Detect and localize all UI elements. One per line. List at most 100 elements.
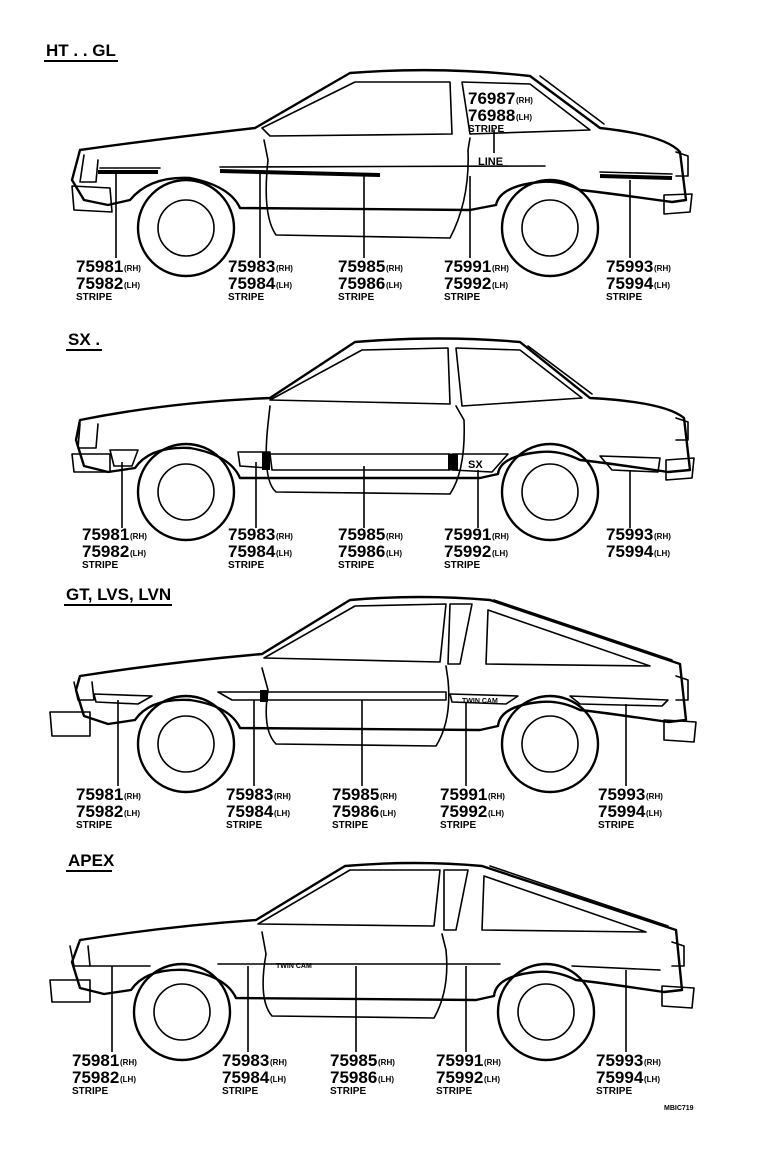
side-rh: (RH) <box>654 532 671 541</box>
side-rh: (RH) <box>276 532 293 541</box>
stripe-label: STRIPE <box>338 292 374 303</box>
part-label: 75981(RH)75982(LH)STRIPE <box>76 785 141 831</box>
part-label: 75983(RH)75984(LH)STRIPE <box>228 525 293 571</box>
side-rh: (RH) <box>386 532 403 541</box>
side-rh: (RH) <box>654 264 671 273</box>
part-number-lh: 75986 <box>332 802 379 821</box>
stripe-label: STRIPE <box>330 1086 366 1097</box>
stripe-label: STRIPE <box>596 1086 632 1097</box>
side-rh: (RH) <box>270 1058 287 1067</box>
part-number-rh: 75991 <box>444 257 491 276</box>
side-rh: (RH) <box>124 792 141 801</box>
side-rh: (RH) <box>646 792 663 801</box>
part-number-lh: 75994 <box>606 542 654 561</box>
side-rh: (RH) <box>386 264 403 273</box>
part-label: 75981(RH)75982(LH) STRIPE <box>72 1051 137 1097</box>
stripe-label: STRIPE <box>606 292 642 303</box>
side-lh: (LH) <box>646 809 662 818</box>
stripe-label: STRIPE <box>598 820 634 831</box>
section-gt-lvs-lvn: GT, LVS, LVN TWIN CAM <box>49 585 697 794</box>
side-lh: (LH) <box>120 1075 136 1084</box>
part-label: 75991(RH)75992(LH)STRIPE <box>444 257 509 303</box>
side-rh: (RH) <box>120 1058 137 1067</box>
part-number-rh: 75991 <box>436 1051 483 1070</box>
part-number-rh: 75983 <box>228 525 275 544</box>
part-number-lh: 75982 <box>82 542 129 561</box>
stripe-label: STRIPE <box>82 560 118 571</box>
side-lh: (LH) <box>386 281 402 290</box>
part-number-rh: 75981 <box>76 785 123 804</box>
part-number-lh: 75986 <box>330 1068 377 1087</box>
stripe-label: STRIPE <box>76 292 112 303</box>
part-label: 75981(RH)75982(LH)STRIPE <box>76 257 141 303</box>
part-label: 75983(RH)75984(LH)STRIPE <box>222 1051 287 1097</box>
part-number-rh: 75983 <box>228 257 275 276</box>
stripe-label: STRIPE <box>468 124 504 135</box>
part-number-lh: 75986 <box>338 542 385 561</box>
section-apex: APEX TWIN CAM <box>49 851 695 1062</box>
stripe-label: STRIPE <box>444 560 480 571</box>
section-title: SX . <box>68 330 100 349</box>
twin-cam-badge: TWIN CAM <box>276 963 312 970</box>
section-title: APEX <box>68 851 115 870</box>
reference-code: MBIC719 <box>664 1105 694 1112</box>
part-label: 76987(RH)76988(LH)STRIPE <box>468 89 533 135</box>
part-label: 75985(RH)75986(LH)STRIPE <box>330 1051 395 1097</box>
car-body-liftback-apex <box>49 861 695 1062</box>
car-body-coupe <box>70 68 693 278</box>
side-rh: (RH) <box>380 792 397 801</box>
part-label: 75993(RH)75994(LH)STRIPE <box>606 257 671 303</box>
side-lh: (LH) <box>488 809 504 818</box>
side-lh: (LH) <box>386 549 402 558</box>
part-number-rh: 75993 <box>598 785 645 804</box>
side-lh: (LH) <box>516 113 532 122</box>
part-number-lh: 75984 <box>226 802 274 821</box>
side-lh: (LH) <box>274 809 290 818</box>
part-number-lh: 75986 <box>338 274 385 293</box>
part-number-rh: 75985 <box>330 1051 377 1070</box>
stripe-label: STRIPE <box>228 292 264 303</box>
stripe-label: STRIPE <box>332 820 368 831</box>
stripe-label: STRIPE <box>436 1086 472 1097</box>
twin-cam-badge: TWIN CAM <box>462 698 498 705</box>
part-number-rh: 75983 <box>222 1051 269 1070</box>
stripe-label: STRIPE <box>440 820 476 831</box>
side-lh: (LH) <box>644 1075 660 1084</box>
stripe-label: STRIPE <box>444 292 480 303</box>
part-number-lh: 75992 <box>436 1068 483 1087</box>
part-label: 75993(RH)75994(LH)STRIPE <box>596 1051 661 1097</box>
side-rh: (RH) <box>488 792 505 801</box>
side-rh: (RH) <box>130 532 147 541</box>
part-number-rh: 75991 <box>444 525 491 544</box>
side-rh: (RH) <box>492 264 509 273</box>
part-number-lh: 75992 <box>440 802 487 821</box>
line-badge: LINE <box>478 156 503 168</box>
part-number-lh: 75984 <box>228 542 276 561</box>
side-lh: (LH) <box>654 281 670 290</box>
part-labels: 75981(RH)75982(LH)STRIPE75983(RH)75984(L… <box>72 89 671 1097</box>
part-label: 75983(RH)75984(LH)STRIPE <box>228 257 293 303</box>
sx-badge: SX <box>468 459 483 471</box>
part-number-lh: 75982 <box>72 1068 119 1087</box>
part-label: 75985(RH)75986(LH) STRIPE <box>338 257 403 303</box>
stripe-label: STRIPE <box>338 560 374 571</box>
part-label: 75993(RH)75994(LH)STRIPE <box>598 785 663 831</box>
part-number-rh: 75981 <box>76 257 123 276</box>
part-number-lh: 75982 <box>76 802 123 821</box>
side-rh: (RH) <box>644 1058 661 1067</box>
side-lh: (LH) <box>276 281 292 290</box>
part-number-rh: 75981 <box>82 525 129 544</box>
part-number-rh: 75985 <box>338 257 385 276</box>
stripe-label: STRIPE <box>72 1086 108 1097</box>
side-lh: (LH) <box>492 549 508 558</box>
side-lh: (LH) <box>378 1075 394 1084</box>
side-rh: (RH) <box>274 792 291 801</box>
part-number-rh: 75993 <box>606 525 653 544</box>
side-lh: (LH) <box>276 549 292 558</box>
part-label: 75991(RH)75992(LH)STRIPE <box>444 525 509 571</box>
part-number-lh: 75992 <box>444 542 491 561</box>
part-number-rh: 75981 <box>72 1051 119 1070</box>
part-number-rh: 76987 <box>468 89 515 108</box>
side-rh: (RH) <box>516 96 533 105</box>
